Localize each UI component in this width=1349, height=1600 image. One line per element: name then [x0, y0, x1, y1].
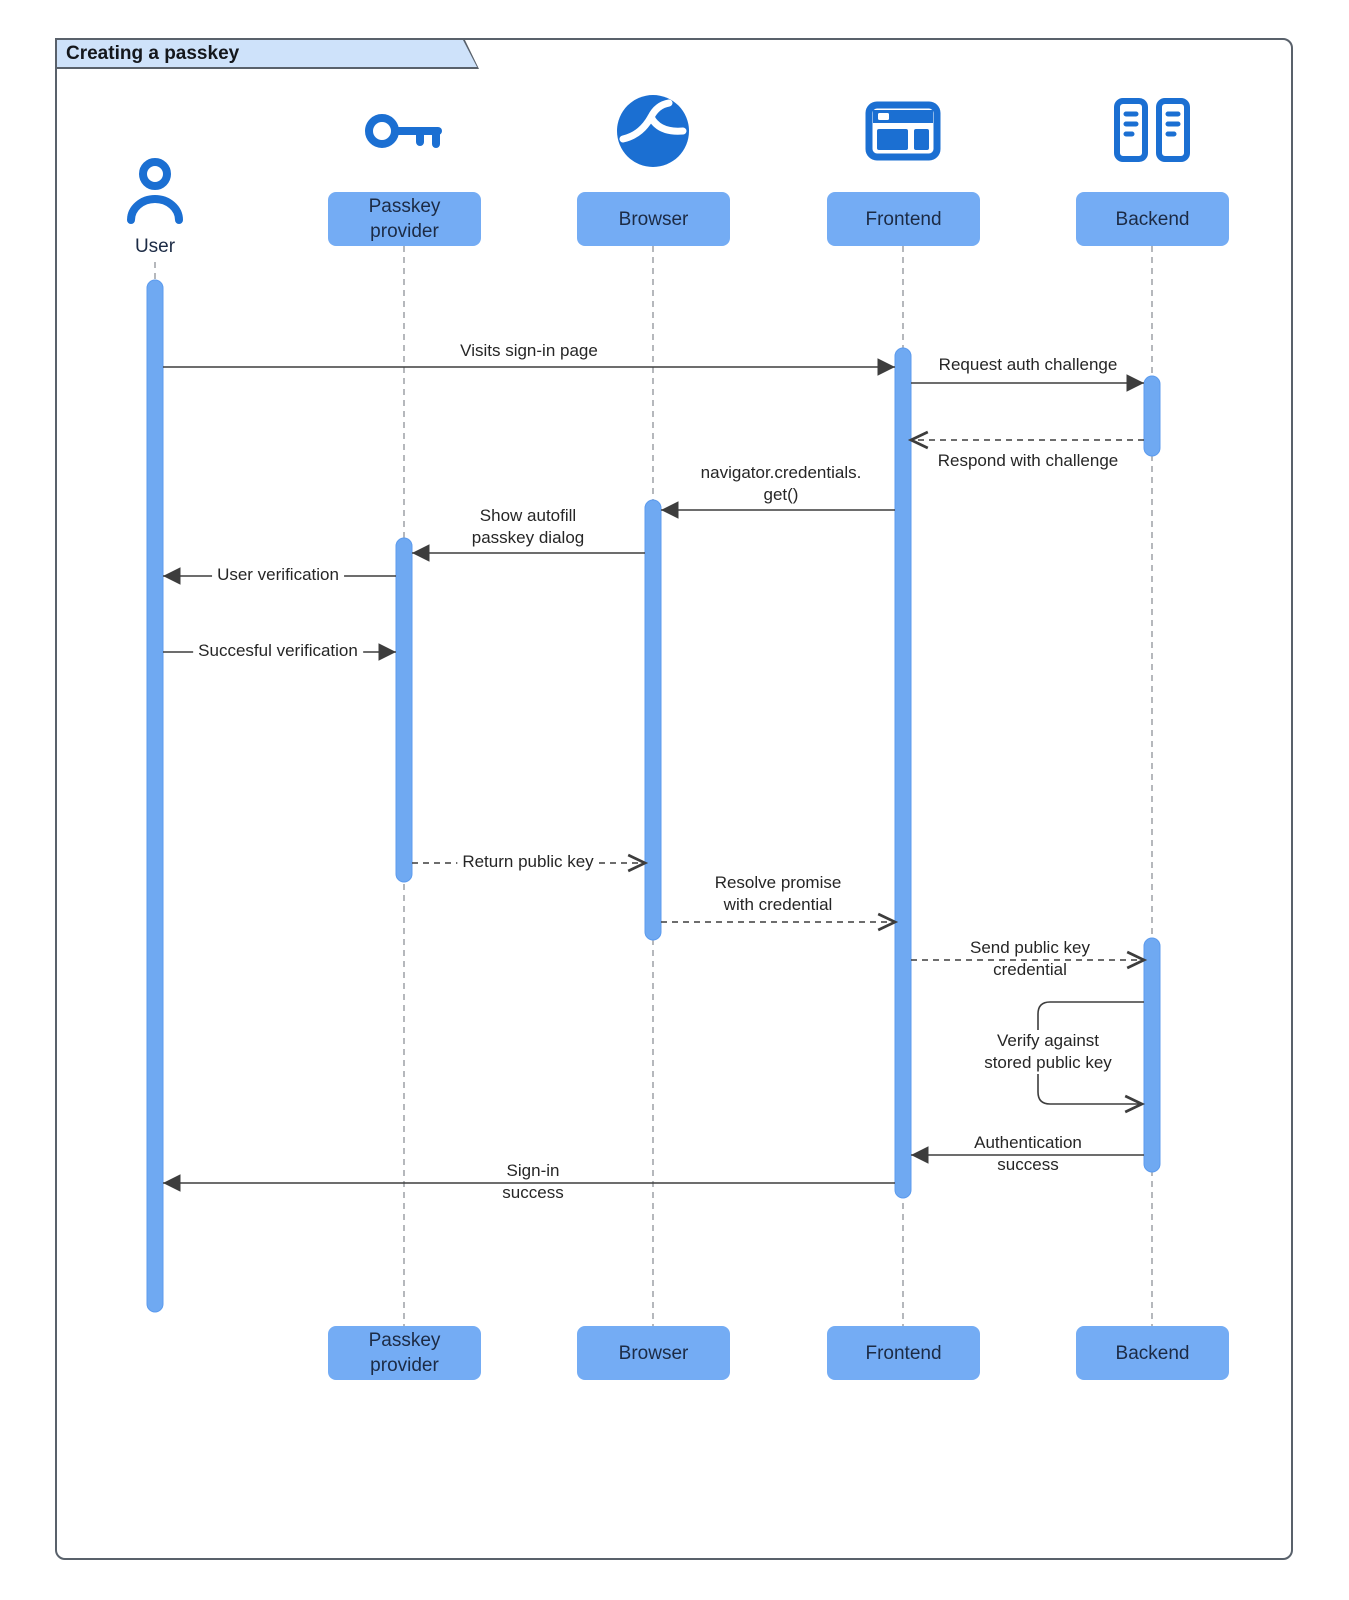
diagram-title-tab-fill: Creating a passkey — [57, 40, 477, 67]
message-label-authentication-success: Authentication success — [974, 1133, 1082, 1174]
actor-box-backend-top: Backend — [1076, 192, 1229, 246]
diagram-title-tab: Creating a passkey — [55, 38, 479, 69]
person-icon — [127, 158, 183, 224]
key-icon — [365, 114, 442, 148]
message-label-send-public-key: Send public key credential — [969, 938, 1091, 979]
globe-icon — [617, 95, 689, 167]
message-label-sign-in-success: Sign-in success — [502, 1161, 564, 1202]
message-label-return-public-key: Return public key — [457, 851, 599, 873]
actor-box-frontend-top: Frontend — [827, 192, 980, 246]
browser-window-icon — [865, 101, 941, 161]
server-icon — [1114, 98, 1190, 162]
message-label-succesful-verification: Succesful verification — [193, 640, 363, 662]
message-label-navigator-credentials-get: navigator.credentials. get() — [700, 463, 862, 504]
actor-box-passkey-provider-top: Passkey provider — [328, 192, 481, 246]
message-label-respond-with-challenge: Respond with challenge — [937, 451, 1119, 470]
message-label-show-autofill-dialog: Show autofill passkey dialog — [471, 506, 585, 547]
actor-box-backend-bottom: Backend — [1076, 1326, 1229, 1380]
actor-box-browser-bottom: Browser — [577, 1326, 730, 1380]
actor-box-passkey-provider-bottom: Passkey provider — [328, 1326, 481, 1380]
message-label-request-auth-challenge: Request auth challenge — [938, 355, 1118, 374]
message-label-user-verification: User verification — [212, 564, 344, 586]
message-label-verify-stored-key: Verify against stored public key — [979, 1030, 1117, 1074]
actor-box-frontend-bottom: Frontend — [827, 1326, 980, 1380]
message-label-resolve-promise: Resolve promise with credential — [714, 873, 842, 914]
diagram-title: Creating a passkey — [66, 42, 240, 64]
diagram-frame — [55, 38, 1293, 1560]
actor-label-user: User — [134, 236, 176, 257]
message-label-visits-sign-in-page: Visits sign-in page — [460, 341, 598, 360]
actor-box-browser-top: Browser — [577, 192, 730, 246]
